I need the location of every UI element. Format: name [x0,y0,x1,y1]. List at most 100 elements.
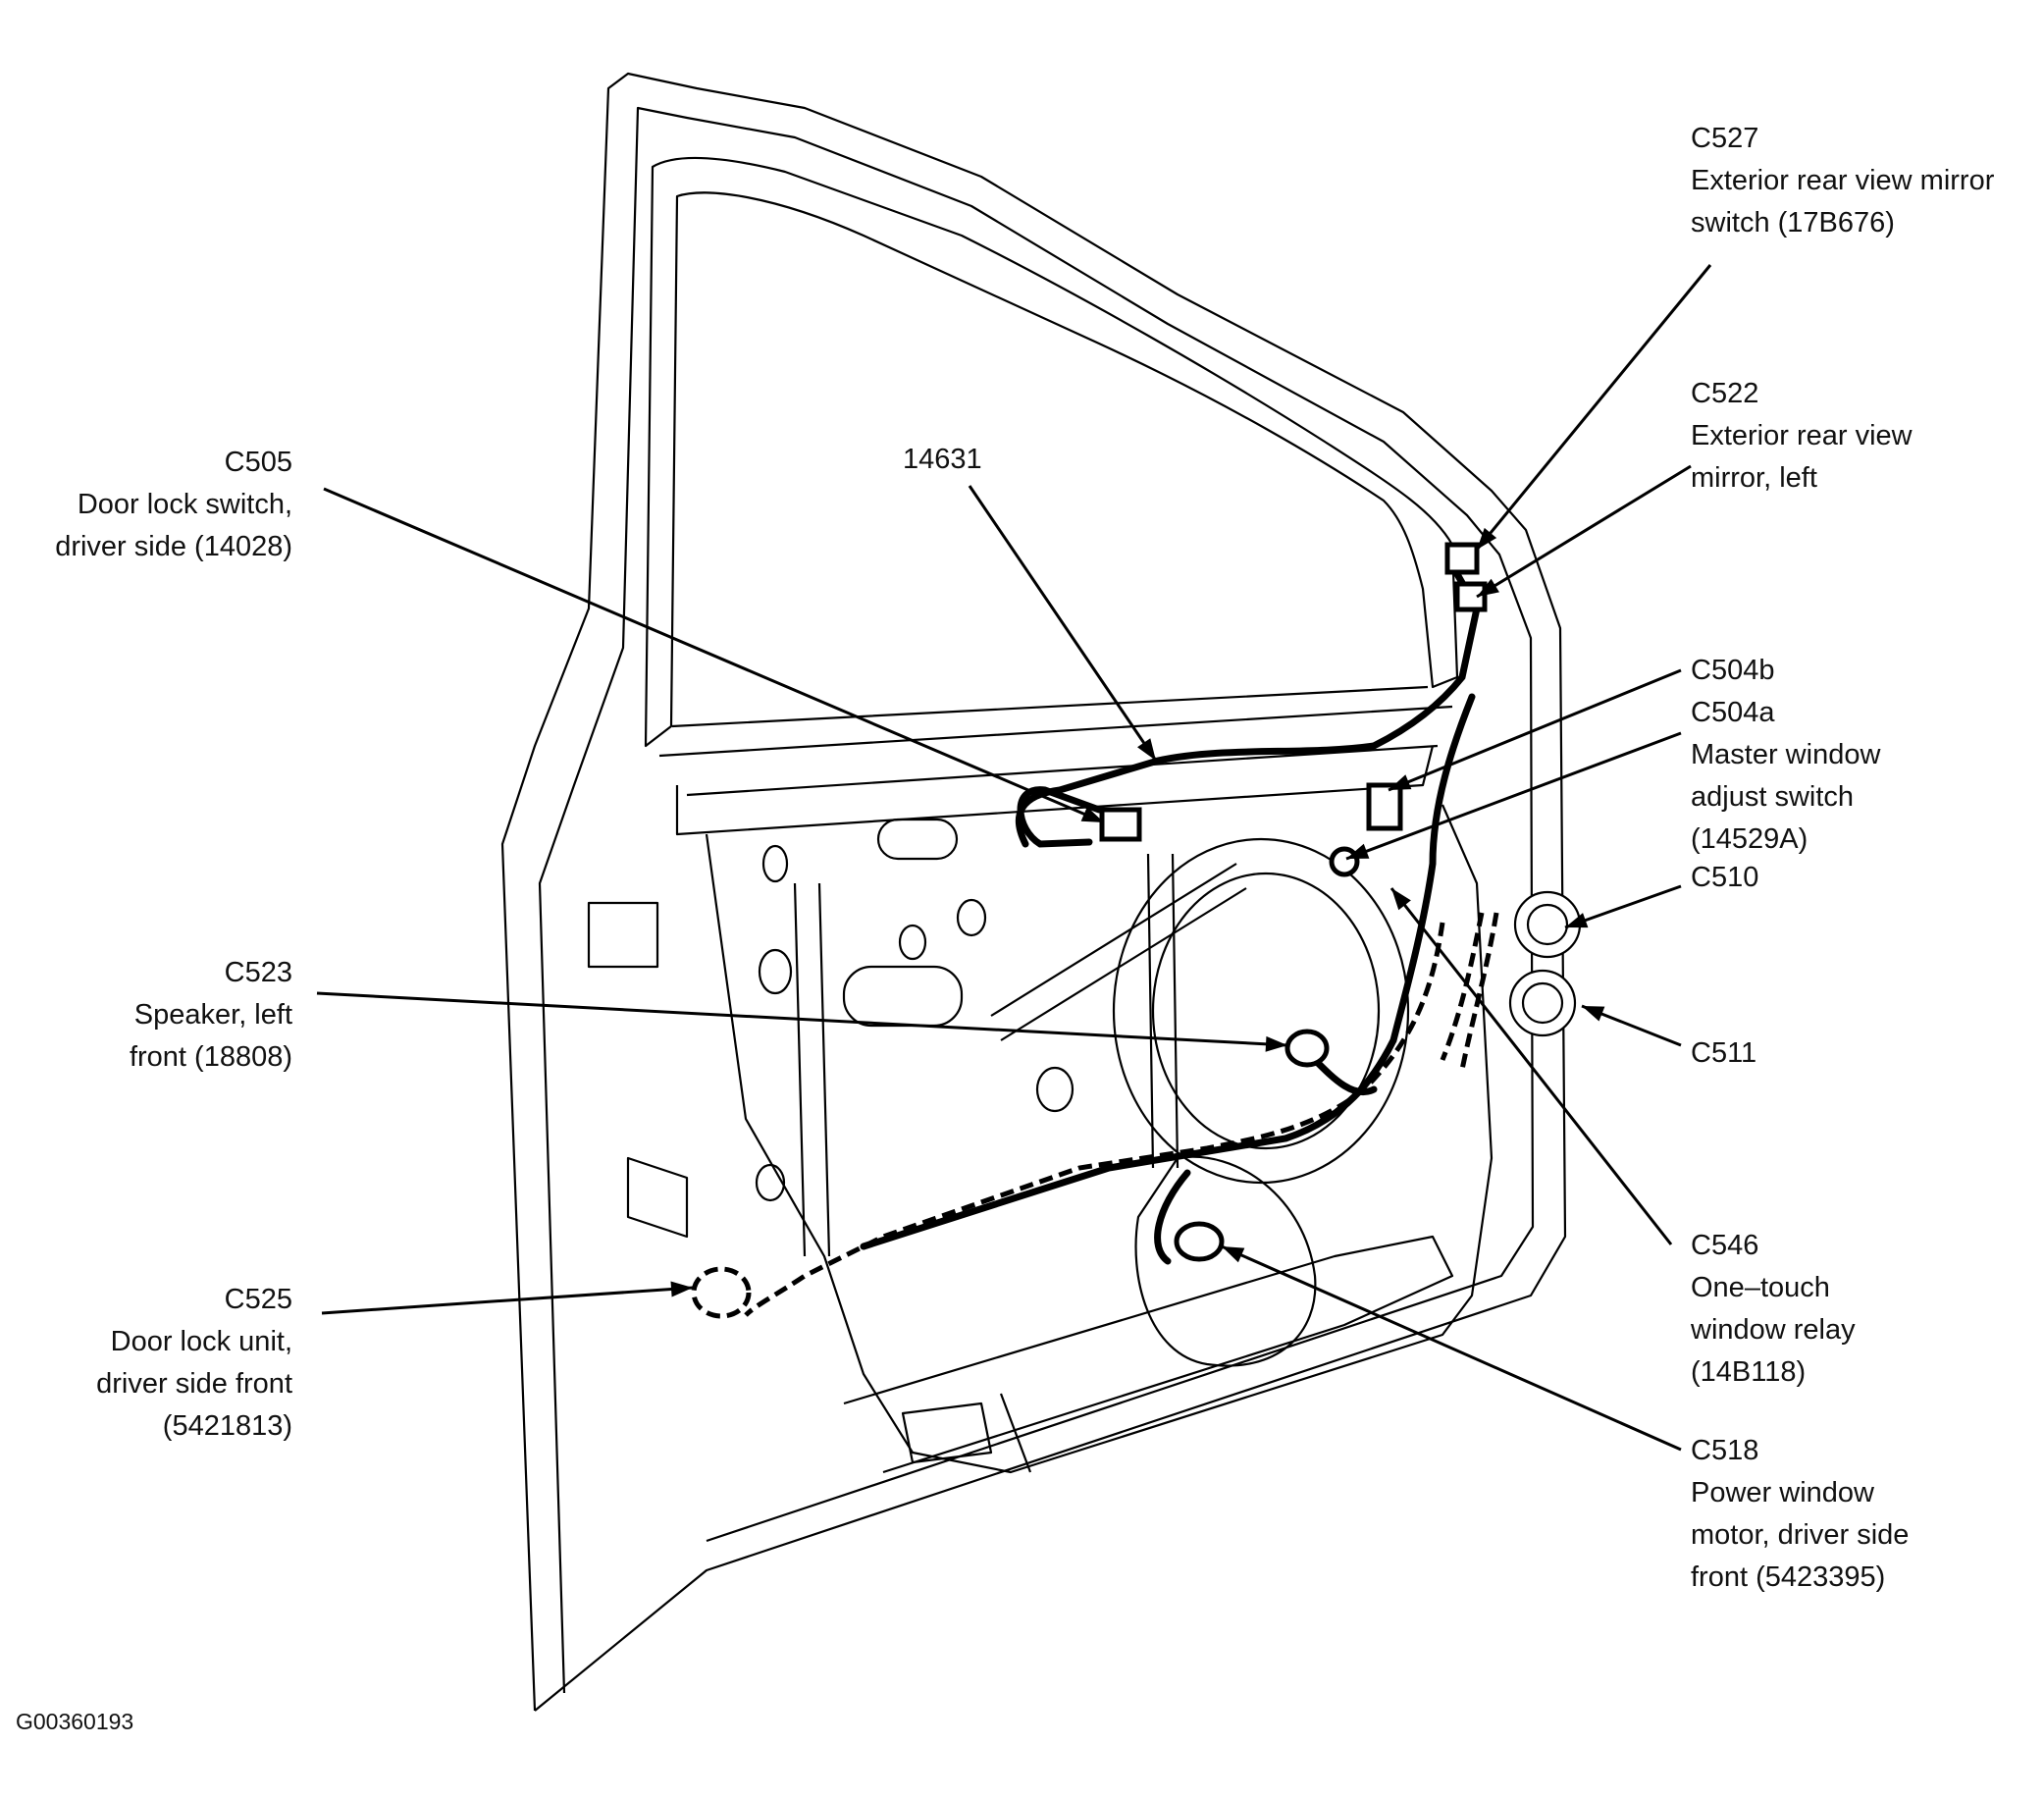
tweeter-speakers [1508,890,1582,1037]
connector-c504 [1366,782,1403,831]
access-hole-2 [842,965,964,1028]
callout-line: driver side (14028) [55,531,292,562]
callout-line: C525 [225,1284,292,1315]
callout-line: C518 [1691,1435,1758,1466]
callout-line: C504a [1691,697,1775,728]
panel-brace-center [1146,853,1179,1169]
callout-line: C546 [1691,1230,1758,1261]
callout-line: Door lock unit, [111,1326,292,1357]
figure-id: G00360193 [16,1709,133,1734]
callout-line: 14631 [903,444,982,475]
callout-line: Door lock switch, [78,489,292,520]
leader-c546-arrowhead [1391,888,1411,911]
dashed-harness-lower [744,922,1445,1317]
callout-line: Speaker, left [134,999,292,1031]
callout-line: C504b [1691,655,1774,686]
leader-c523 [316,991,1288,1047]
leader-c525 [321,1286,694,1315]
access-hole-5 [898,924,927,961]
leader-c527-arrowhead [1477,527,1497,550]
leader-c518-arrowhead [1222,1246,1245,1263]
access-hole-8 [1035,1066,1074,1113]
callout-line: Master window [1691,739,1881,770]
door-outer-frame [500,72,1567,1712]
belt-line [675,745,1435,836]
leader-c510-arrowhead [1565,913,1589,928]
leader-c505 [323,487,1105,824]
callout-line: adjust switch [1691,781,1854,813]
inner-panel-lower [843,1235,1454,1474]
leader-c505-arrowhead [1080,806,1104,822]
callout-line: Exterior rear view mirror [1691,165,1995,196]
leader-c522-arrowhead [1477,578,1499,597]
leader-c504-arrowhead [1389,774,1412,790]
callout-line: (14529A) [1691,823,1808,855]
leader-c511-arrowhead [1582,1006,1605,1022]
leader-c523-arrowhead [1265,1035,1287,1052]
lower-trim [901,1393,1032,1473]
callout-line: motor, driver side [1691,1519,1909,1551]
leader-lines [316,264,1712,1452]
access-hole-4 [758,948,793,995]
access-hole-1 [876,818,959,861]
leader-c522 [1476,464,1692,599]
callout-line: C510 [1691,862,1758,893]
dashed-harness-right [1440,912,1499,1071]
connector-c522 [1454,581,1488,612]
upper-harness [1015,546,1481,848]
access-hole-7 [956,898,987,937]
lower-opening [1134,1155,1317,1367]
connector-c546 [1329,846,1360,877]
callout-c511: C511 [1691,1037,1756,1069]
inner-panel [705,804,1494,1474]
speaker-opening-inner [1151,872,1381,1150]
callout-line: One–touch [1691,1272,1830,1303]
leader-c527 [1475,264,1712,551]
leader-c504-b-arrowhead [1346,843,1370,859]
callout-line: C505 [225,447,292,478]
callout-line: (14B118) [1691,1356,1806,1388]
panel-brace-left [793,882,831,1257]
callout-line: driver side front [96,1368,292,1400]
callout-line: mirror, left [1691,462,1817,494]
connector-c527 [1444,542,1480,575]
leader-c525-arrowhead [670,1281,693,1297]
connector-c525-outline [691,1266,752,1319]
door-inner-frame [538,106,1535,1694]
window-opening [644,156,1459,748]
leader-c518 [1221,1244,1682,1452]
callout-line: switch (17B676) [1691,207,1895,238]
access-hole-3 [761,844,789,883]
callout-line: C511 [1691,1037,1756,1069]
connector-c518 [1174,1221,1225,1262]
leader-c504-b [1345,731,1682,861]
callout-line: front (5423395) [1691,1561,1885,1593]
callout-line: C523 [225,957,292,988]
callout-c510: C510 [1691,862,1758,893]
connector-c505 [1099,807,1142,842]
access-hole-6 [755,1163,786,1202]
door-lock-switch-loop [1017,786,1103,848]
access-hole-9 [587,901,659,969]
hinge-pocket [626,1156,689,1239]
leader-c504 [1388,668,1682,792]
main-harness [860,693,1476,1250]
panel-diagonal-brace [990,863,1247,1041]
connector-c523 [1284,1029,1330,1068]
callout-line: Exterior rear view [1691,420,1913,451]
callout-line: C527 [1691,123,1758,154]
speaker-pigtail [1311,1056,1378,1096]
callout-line: front (18808) [130,1041,292,1073]
callout-line: window relay [1690,1314,1856,1346]
leader-p14631 [968,485,1158,762]
window-channel [658,685,1453,797]
